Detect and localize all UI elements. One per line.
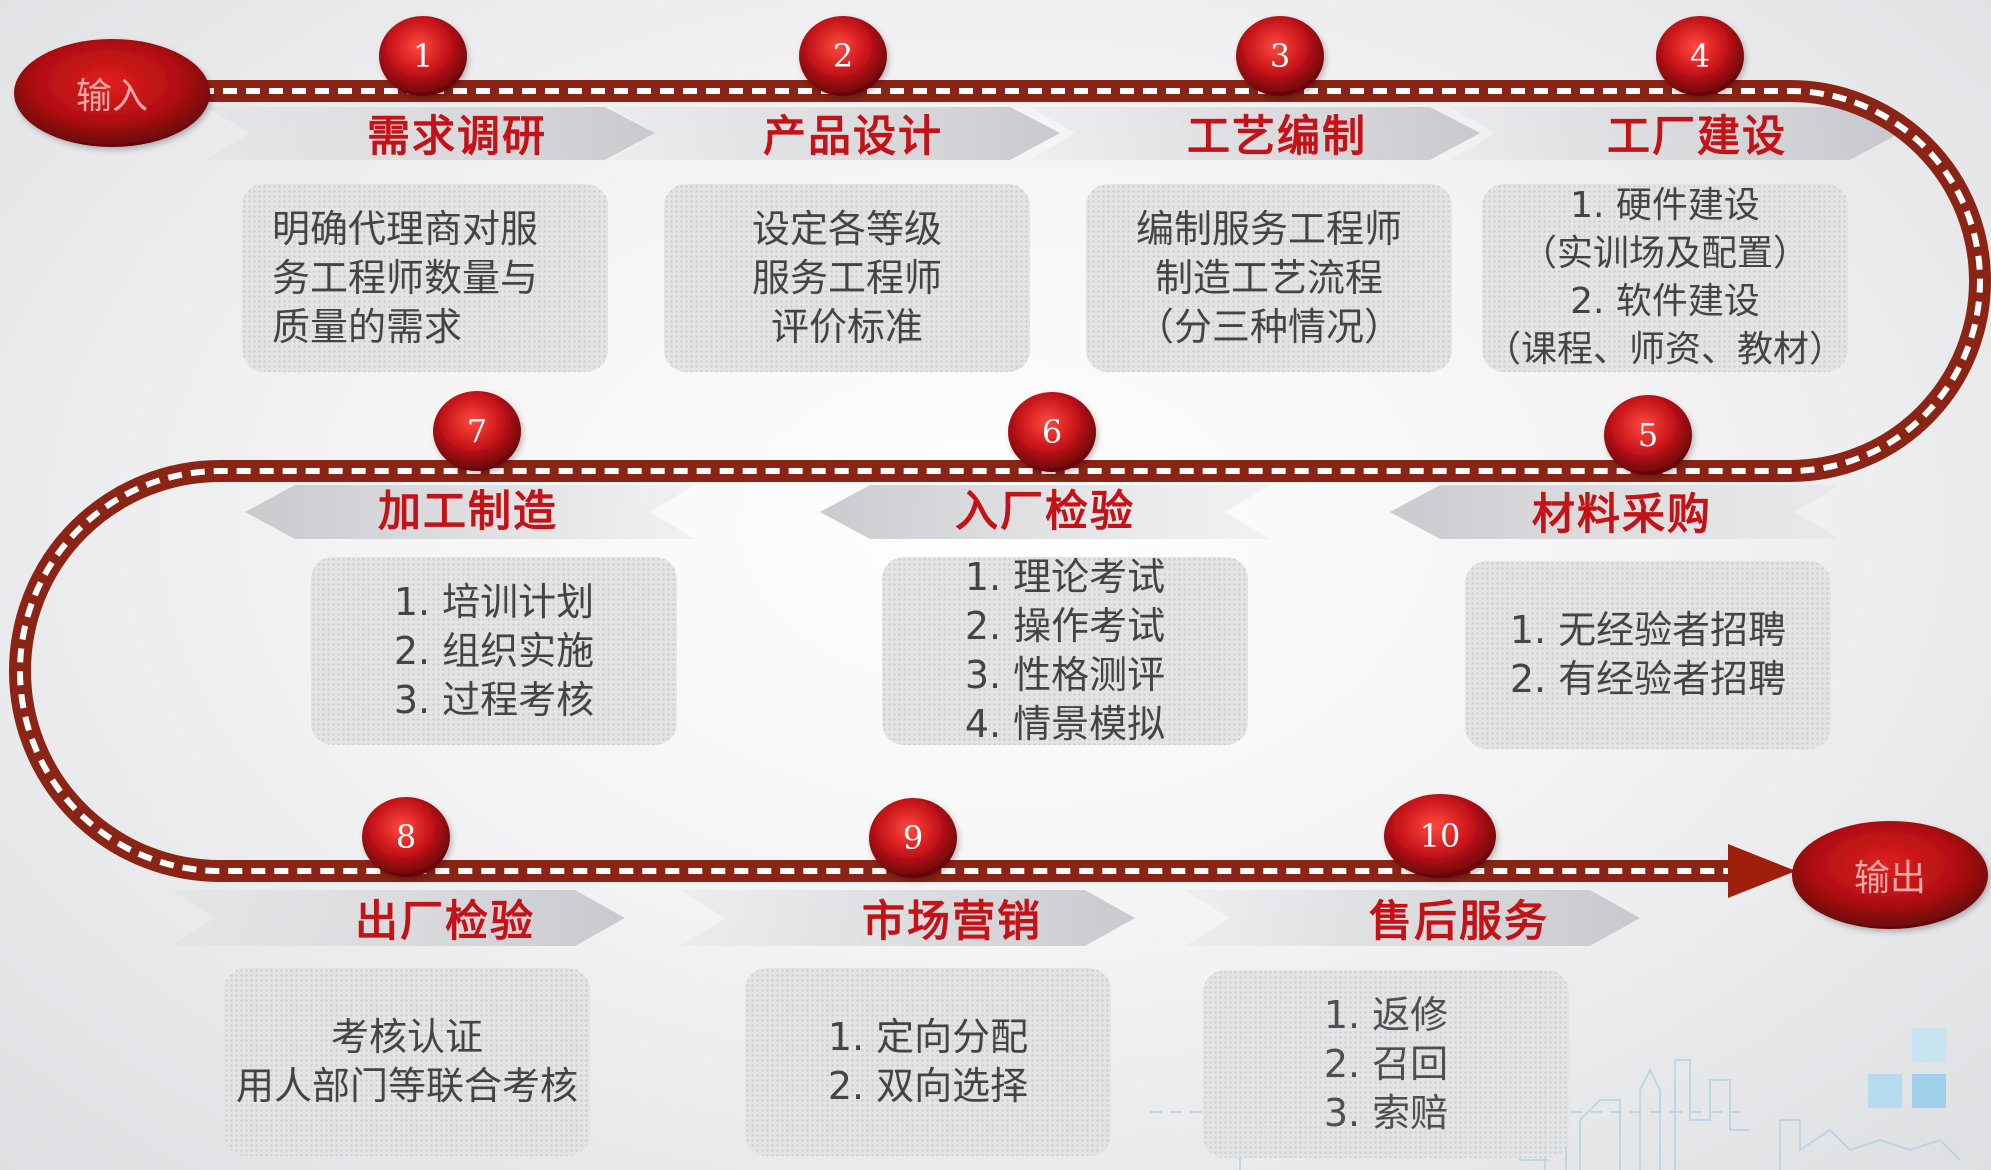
step-4-line-4: （课程、师资、教材）	[1485, 329, 1846, 370]
step-title-8: 出厂检验	[355, 897, 535, 947]
step-number-10: 10	[1419, 817, 1461, 855]
step-5-line-1: 1. 无经验者招聘	[1509, 608, 1787, 652]
step-box-1: 明确代理商对服 务工程师数量与 质量的需求	[242, 184, 608, 372]
output-label: 输出	[1853, 858, 1926, 899]
step-8-line-1: 考核认证	[330, 1015, 483, 1059]
chevron-10	[1185, 890, 1640, 946]
step-box-6: 1. 理论考试 2. 操作考试 3. 性格测评 4. 情景模拟	[882, 555, 1248, 746]
track-arrowhead	[1728, 844, 1796, 898]
track	[9, 80, 1991, 898]
step-7-line-3: 3. 过程考核	[393, 677, 595, 722]
ball-6	[1008, 392, 1096, 472]
step-title-9: 市场营销	[862, 897, 1042, 947]
step-box-8: 考核认证 用人部门等联合考核	[224, 968, 590, 1156]
step-title-2: 产品设计	[763, 112, 943, 162]
step-title-7: 加工制造	[378, 487, 558, 537]
ball-8	[362, 797, 450, 877]
step-2-line-2: 服务工程师	[751, 255, 942, 300]
step-5-line-2: 2. 有经验者招聘	[1509, 657, 1787, 701]
square-decoration	[1868, 1028, 1946, 1108]
chevron-row-3	[170, 890, 1640, 946]
step-6-line-1: 1. 理论考试	[964, 555, 1166, 599]
step-title-3: 工艺编制	[1187, 112, 1367, 162]
step-number-9: 9	[902, 819, 924, 857]
step-7-line-1: 1. 培训计划	[393, 579, 595, 624]
step-number-4: 4	[1689, 37, 1711, 75]
chevron-3	[1030, 107, 1480, 160]
step-3-line-2: 制造工艺流程	[1154, 255, 1383, 300]
step-10-line-2: 2. 召回	[1323, 1041, 1449, 1086]
ball-9	[869, 798, 957, 878]
step-title-5: 材料采购	[1532, 490, 1712, 540]
step-1-line-2: 务工程师数量与	[272, 255, 539, 300]
step-3-line-3: （分三种情况）	[1135, 304, 1402, 349]
output-endpoint-shape	[1792, 821, 1988, 929]
input-label: 输入	[75, 76, 148, 117]
chevron-8	[170, 890, 625, 946]
ball-2	[799, 16, 887, 96]
step-box-4: 1. 硬件建设 （实训场及配置） 2. 软件建设 （课程、师资、教材）	[1482, 184, 1848, 372]
step-4-line-2: （实训场及配置）	[1520, 233, 1809, 274]
step-6-line-2: 2. 操作考试	[964, 604, 1166, 648]
ball-5	[1604, 395, 1692, 475]
step-box-5: 1. 无经验者招聘 2. 有经验者招聘	[1465, 561, 1831, 749]
step-title-10: 售后服务	[1369, 897, 1549, 947]
step-box-3: 编制服务工程师 制造工艺流程 （分三种情况）	[1086, 184, 1452, 372]
step-number-5: 5	[1637, 416, 1659, 454]
chevron-5	[1390, 485, 1840, 539]
ball-10	[1384, 794, 1496, 878]
step-title-6: 入厂检验	[955, 487, 1135, 537]
step-4-line-1: 1. 硬件建设	[1570, 185, 1760, 226]
step-number-3: 3	[1269, 37, 1291, 75]
step-title-4: 工厂建设	[1607, 112, 1787, 162]
step-number-7: 7	[466, 412, 488, 450]
track-dashes	[17, 88, 1983, 874]
chevron-7	[245, 485, 695, 539]
step-box-10: 1. 返修 2. 召回 3. 索赔	[1203, 970, 1569, 1158]
chevron-1	[205, 107, 655, 160]
step-8-line-2: 用人部门等联合考核	[235, 1064, 578, 1108]
step-10-line-1: 1. 返修	[1323, 992, 1449, 1037]
step-6-line-4: 4. 情景模拟	[964, 702, 1166, 746]
number-balls	[362, 16, 1744, 878]
step-4-line-3: 2. 软件建设	[1570, 281, 1760, 322]
step-2-line-3: 评价标准	[770, 304, 923, 349]
step-1-line-3: 质量的需求	[272, 304, 463, 349]
ball-1	[379, 16, 467, 96]
chevron-9	[680, 890, 1135, 946]
step-9-line-2: 2. 双向选择	[827, 1064, 1029, 1108]
step-box-9: 1. 定向分配 2. 双向选择	[745, 968, 1111, 1156]
input-endpoint: 输入	[13, 39, 211, 147]
step-10-line-3: 3. 索赔	[1323, 1090, 1449, 1135]
step-number-1: 1	[412, 37, 434, 75]
step-1-line-1: 明确代理商对服	[272, 206, 539, 251]
step-box-2: 设定各等级 服务工程师 评价标准	[664, 184, 1030, 372]
output-endpoint: 输出	[1791, 821, 1989, 929]
step-7-line-2: 2. 组织实施	[393, 628, 595, 673]
step-number-2: 2	[832, 37, 854, 75]
ball-7	[433, 391, 521, 471]
step-6-line-3: 3. 性格测评	[964, 653, 1166, 697]
chevron-row-2	[245, 485, 1840, 539]
chevron-6	[820, 485, 1270, 539]
ball-3	[1236, 16, 1324, 96]
ball-4	[1656, 16, 1744, 96]
step-number-6: 6	[1041, 413, 1063, 451]
chevron-4	[1450, 107, 1900, 160]
step-2-line-1: 设定各等级	[751, 206, 942, 251]
step-number-8: 8	[395, 818, 417, 856]
input-endpoint-shape	[14, 39, 210, 147]
chevron-row-1	[205, 107, 1900, 160]
step-9-line-1: 1. 定向分配	[827, 1015, 1029, 1059]
step-3-line-1: 编制服务工程师	[1135, 206, 1402, 251]
step-title-1: 需求调研	[367, 112, 547, 162]
chevron-2	[610, 107, 1060, 160]
step-box-7: 1. 培训计划 2. 组织实施 3. 过程考核	[311, 557, 677, 745]
